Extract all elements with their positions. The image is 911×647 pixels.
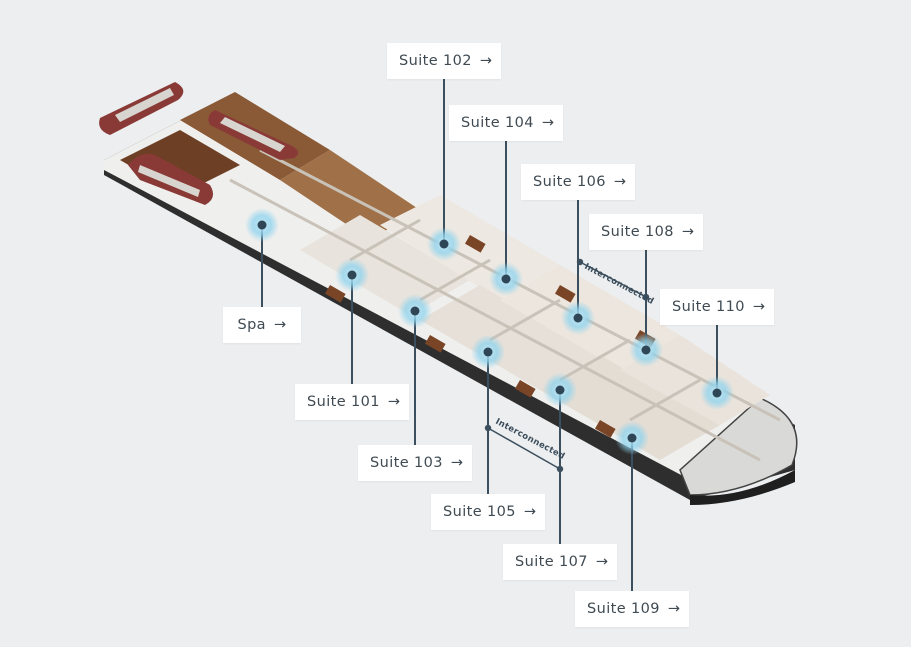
spa-marker[interactable] [245,208,279,242]
lifeboat [99,82,184,135]
spa-link[interactable]: Spa → [223,307,301,343]
room-label-text: Suite 105 [443,504,516,520]
interconnect-endpoint [642,293,650,301]
marker-dot [712,388,722,398]
marker-dot [410,306,420,316]
lifeboat [208,110,299,160]
suite-105-marker[interactable] [471,335,505,369]
suite-109-link[interactable]: Suite 109 → [575,591,689,627]
room-label-text: Suite 101 [307,394,380,410]
arrow-right-icon: → [681,224,695,240]
suite-107-marker[interactable] [543,373,577,407]
suite-108-link[interactable]: Suite 108 → [589,214,703,250]
room-label-text: Spa [237,317,266,333]
marker-dot [347,270,357,280]
arrow-right-icon: → [595,554,609,570]
suite-105-link[interactable]: Suite 105 → [431,494,545,530]
arrow-right-icon: → [667,601,681,617]
arrow-right-icon: → [541,115,555,131]
room-label-text: Suite 109 [587,601,660,617]
suite-106-marker[interactable] [561,301,595,335]
suite-103-link[interactable]: Suite 103 → [358,445,472,481]
suite-104-link[interactable]: Suite 104 → [449,105,563,141]
marker-dot [555,385,565,395]
arrow-right-icon: → [450,455,464,471]
suite-104-marker[interactable] [489,262,523,296]
room-label-text: Suite 104 [461,115,534,131]
arrow-right-icon: → [479,53,493,69]
arrow-right-icon: → [523,504,537,520]
arrow-right-icon: → [387,394,401,410]
interconnect-line [579,261,647,298]
ship-hull [99,82,798,505]
suite-108-marker[interactable] [629,333,663,367]
room-markers [245,208,734,455]
suite-102-marker[interactable] [427,227,461,261]
marker-dot [257,220,267,230]
room-label-text: Suite 106 [533,174,606,190]
marker-dot [627,433,637,443]
marker-dot [501,274,511,284]
arrow-right-icon: → [752,299,766,315]
marker-dot [483,347,493,357]
interconnect-line [487,427,561,470]
suite-109-marker[interactable] [615,421,649,455]
arrow-right-icon: → [273,317,287,333]
suite-102-link[interactable]: Suite 102 → [387,43,501,79]
interconnect-endpoint [484,424,492,432]
room-label-text: Suite 102 [399,53,472,69]
marker-dot [641,345,651,355]
suite-103-marker[interactable] [398,294,432,328]
suite-101-marker[interactable] [335,258,369,292]
suite-110-marker[interactable] [700,376,734,410]
lifeboat [128,153,214,205]
interconnect-endpoint [556,465,564,473]
suite-107-link[interactable]: Suite 107 → [503,544,617,580]
suite-101-link[interactable]: Suite 101 → [295,384,409,420]
marker-dot [439,239,449,249]
room-label-text: Suite 107 [515,554,588,570]
room-label-text: Suite 110 [672,299,745,315]
room-label-text: Suite 103 [370,455,443,471]
interconnect-endpoint [576,258,584,266]
room-label-text: Suite 108 [601,224,674,240]
suite-106-link[interactable]: Suite 106 → [521,164,635,200]
arrow-right-icon: → [613,174,627,190]
marker-dot [573,313,583,323]
suite-110-link[interactable]: Suite 110 → [660,289,774,325]
